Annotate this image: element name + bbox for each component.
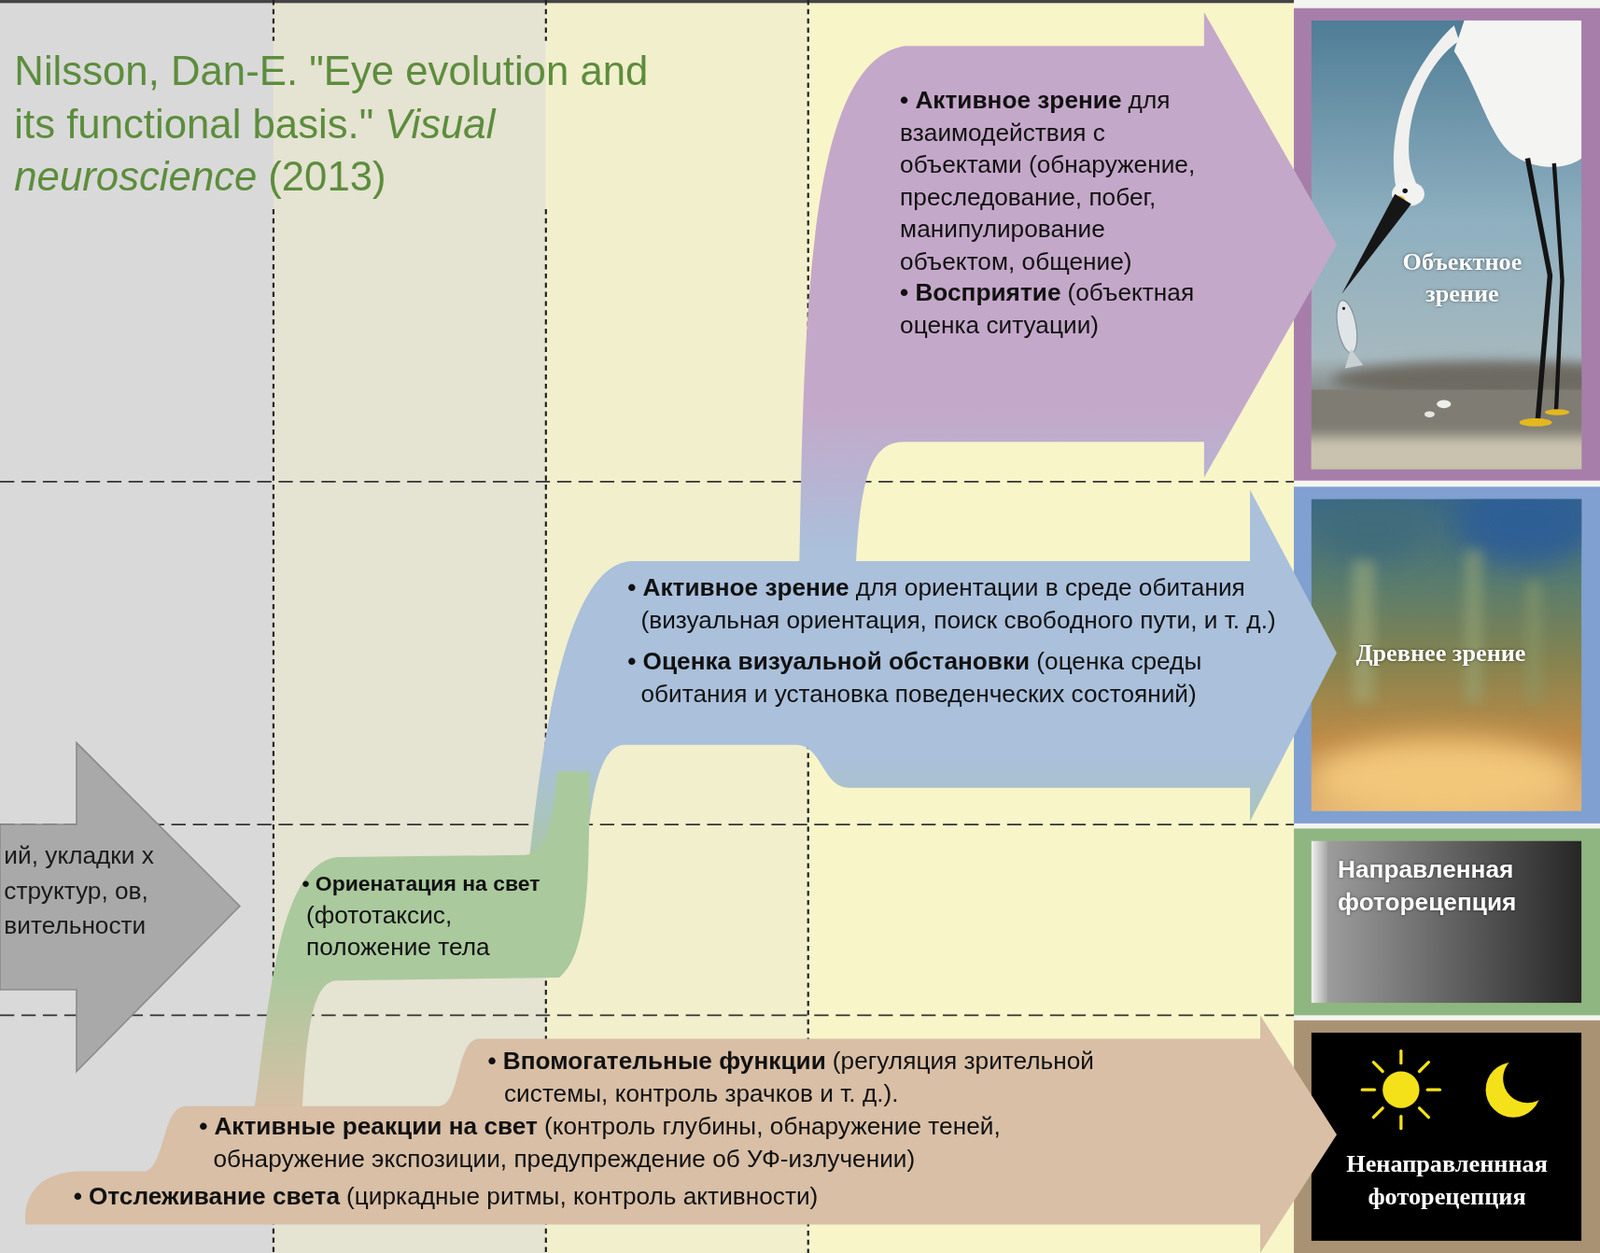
column-ground	[1293, 0, 1600, 1253]
panel-label-box: Направленная фоторецепция	[1293, 828, 1600, 1015]
gradient-light-panel	[1311, 840, 1583, 1003]
panel-label: Ненаправленнная фоторецепция	[1346, 1150, 1548, 1209]
text-block: •Отслеживание света(циркадные ритмы, кон…	[73, 1178, 993, 1212]
text-block: Направленная фоторецепция	[1337, 853, 1553, 919]
top-border	[0, 0, 1294, 3]
sun-moon-icon	[1311, 1032, 1583, 1241]
paragraph: •Активные реакции на свет(контроль глуби…	[198, 1109, 1118, 1176]
arrow-shape	[799, 12, 1337, 584]
band-text: для взаимодействия с объектами (обнаруже…	[899, 85, 1195, 275]
band-text: •	[488, 1046, 497, 1075]
arrow-shape	[0, 740, 245, 1075]
dashed-divider	[0, 480, 1294, 483]
band-text: ий, укладки х структур, ов, вительности	[3, 840, 155, 939]
panel-frame	[1293, 1020, 1600, 1253]
paragraph: ий, укладки х структур, ов, вительности	[3, 837, 162, 943]
paragraph: •Активное зрениедля взаимодействия с объ…	[899, 84, 1219, 278]
band-text: Ориенатация на свет	[315, 870, 541, 895]
arrow-shape	[25, 1014, 1337, 1253]
dashed-divider	[0, 823, 1294, 826]
paragraph: •Ориенатация на свет (фототаксис, положен…	[302, 866, 570, 963]
panel-label-box: Объектное зрение	[1293, 8, 1600, 481]
citation: Nilsson, Dan-E. "Eye evolution and its f…	[14, 43, 668, 203]
input-arrow: ий, укладки х структур, ов, вительности	[0, 740, 245, 1075]
band-text: •	[302, 870, 310, 895]
band-text: Активные реакции на свет	[213, 1111, 538, 1140]
panel-label-box: Ненаправленнная фоторецепция	[1293, 1020, 1600, 1253]
panel-frames	[1293, 8, 1600, 1253]
panel-label: Направленная фоторецепция	[1337, 855, 1516, 915]
branch-arrow: •Активное зрениедля взаимодействия с объ…	[790, 4, 1342, 589]
text-block: •Ориенатация на свет (фототаксис, положен…	[302, 866, 570, 963]
band-text: •	[899, 278, 909, 307]
paragraph: •Впомогательные функции(регуляция зрител…	[488, 1044, 1203, 1110]
heron-photo	[1311, 20, 1583, 470]
paragraph: •Отслеживание света(циркадные ритмы, кон…	[73, 1178, 993, 1212]
dashed-divider	[545, 0, 548, 42]
paragraph: •Активное зрениедля ориентации в среде о…	[627, 571, 1292, 637]
dashed-divider	[272, 0, 275, 42]
band-text: Активное зрение	[643, 573, 850, 602]
band-text: (циркадные ритмы, контроль активности)	[346, 1180, 818, 1209]
band-text: •	[627, 573, 636, 602]
text-block: Объектное зрение	[1375, 244, 1550, 310]
arrow-shape	[526, 490, 1337, 885]
band-text: •	[627, 646, 636, 675]
panel-label: Древнее зрение	[1355, 639, 1526, 666]
band-text: Впомогательные функции	[503, 1046, 827, 1075]
band-text: Отслеживание света	[88, 1180, 340, 1209]
band-text: •	[899, 85, 909, 114]
text-block: Ненаправленнная фоторецепция	[1314, 1146, 1580, 1212]
band-text: Активное зрение	[914, 85, 1122, 114]
panel-label: Объектное зрение	[1403, 248, 1523, 308]
dashed-divider	[0, 1013, 1294, 1016]
paragraph: •Восприятие(объектная оценка ситуации)	[899, 276, 1219, 341]
band-text: (фототаксис, положение тела	[306, 900, 491, 960]
paragraph: •Оценка визуальной обстановки(оценка сре…	[627, 645, 1292, 711]
band-text: •	[73, 1180, 83, 1209]
panel-frame	[1293, 828, 1600, 1015]
panel-frame	[1293, 8, 1600, 481]
text-block: Древнее зрение	[1300, 636, 1583, 670]
paragraph: Направленная фоторецепция	[1337, 853, 1553, 919]
citation-text: Nilsson, Dan-E. "Eye evolution and its f…	[14, 47, 648, 146]
blurred-habitat-photo	[1311, 498, 1583, 811]
arrow-shape	[0, 743, 240, 1072]
text-block: •Активное зрениедля ориентации в среде о…	[627, 571, 1292, 711]
paragraph: Древнее зрение	[1300, 636, 1583, 670]
text-block: •Активное зрениедля взаимодействия с объ…	[899, 84, 1219, 341]
citation-text: (2013)	[267, 154, 386, 199]
band-text: Оценка визуальной обстановки	[643, 646, 1031, 675]
text-block: •Впомогательные функции(регуляция зрител…	[488, 1044, 1203, 1110]
branch-arrow: •Активное зрениедля ориентации в среде о…	[519, 484, 1342, 888]
base-arrow: •Впомогательные функции(регуляция зрител…	[14, 1010, 1342, 1253]
band-text: •	[198, 1111, 208, 1140]
text-block: •Активные реакции на свет(контроль глуби…	[198, 1109, 1118, 1176]
paragraph: Ненаправленнная фоторецепция	[1314, 1146, 1580, 1212]
panel-label-box: Древнее зрение	[1293, 486, 1600, 824]
text-block: ий, укладки х структур, ов, вительности	[3, 837, 162, 943]
paragraph: Объектное зрение	[1375, 244, 1550, 310]
band-text: Восприятие	[914, 278, 1061, 307]
